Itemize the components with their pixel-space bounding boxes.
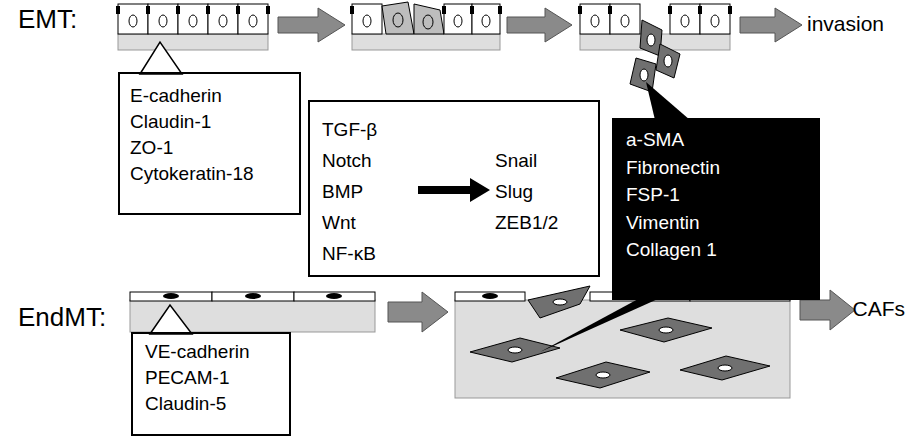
marker-text: E-cadherin (130, 83, 289, 109)
process-arrow (507, 8, 572, 42)
section-label: EndMT: (18, 302, 106, 333)
marker-text: Cytokeratin-18 (130, 161, 289, 187)
mesenchymal-marker-box: a-SMAFibronectinFSP-1VimentinCollagen 1 (612, 118, 820, 300)
leader-wedge (150, 305, 192, 334)
marker-text: Wnt (322, 207, 356, 238)
signaling-box: TGF-βNotchBMPWntNF-κB SnailSlugZEB1/2 (308, 100, 600, 277)
epithelial-marker-box: E-cadherinClaudin-1ZO-1Cytokeratin-18 (118, 72, 301, 215)
epithelium-normal (116, 4, 270, 50)
marker-text: TGF-β (322, 114, 377, 145)
section-label: EMT: (18, 4, 77, 35)
regulation-arrow (418, 178, 490, 202)
marker-text: ZO-1 (130, 135, 289, 161)
outcome-label: invasion (807, 12, 884, 36)
process-arrow (740, 8, 802, 42)
leader-wedge (540, 298, 660, 352)
marker-text: a-SMA (626, 126, 806, 154)
marker-text: NF-κB (322, 238, 376, 269)
marker-text: Notch (322, 145, 372, 176)
outcome-label: CAFs (853, 297, 906, 321)
marker-text: FSP-1 (626, 181, 806, 209)
process-arrow (388, 292, 448, 332)
marker-text: ZEB1/2 (495, 207, 558, 238)
marker-text: Claudin-1 (130, 109, 289, 135)
marker-text: Claudin-5 (145, 391, 277, 417)
marker-text: Fibronectin (626, 154, 806, 182)
marker-text: PECAM-1 (145, 365, 277, 391)
leader-wedge (646, 82, 690, 120)
leader-wedge (140, 42, 182, 74)
process-arrow (278, 8, 345, 42)
marker-text: Snail (495, 145, 537, 176)
epithelium-transition (350, 2, 502, 50)
marker-text: Collagen 1 (626, 236, 806, 264)
marker-text: VE-cadherin (145, 339, 277, 365)
marker-text: Slug (495, 176, 533, 207)
marker-text: Vimentin (626, 209, 806, 237)
endothelium-transition (455, 286, 790, 398)
marker-text: BMP (322, 176, 363, 207)
endothelial-marker-box: VE-cadherinPECAM-1Claudin-5 (131, 332, 291, 436)
epithelium-invasion (578, 4, 732, 92)
